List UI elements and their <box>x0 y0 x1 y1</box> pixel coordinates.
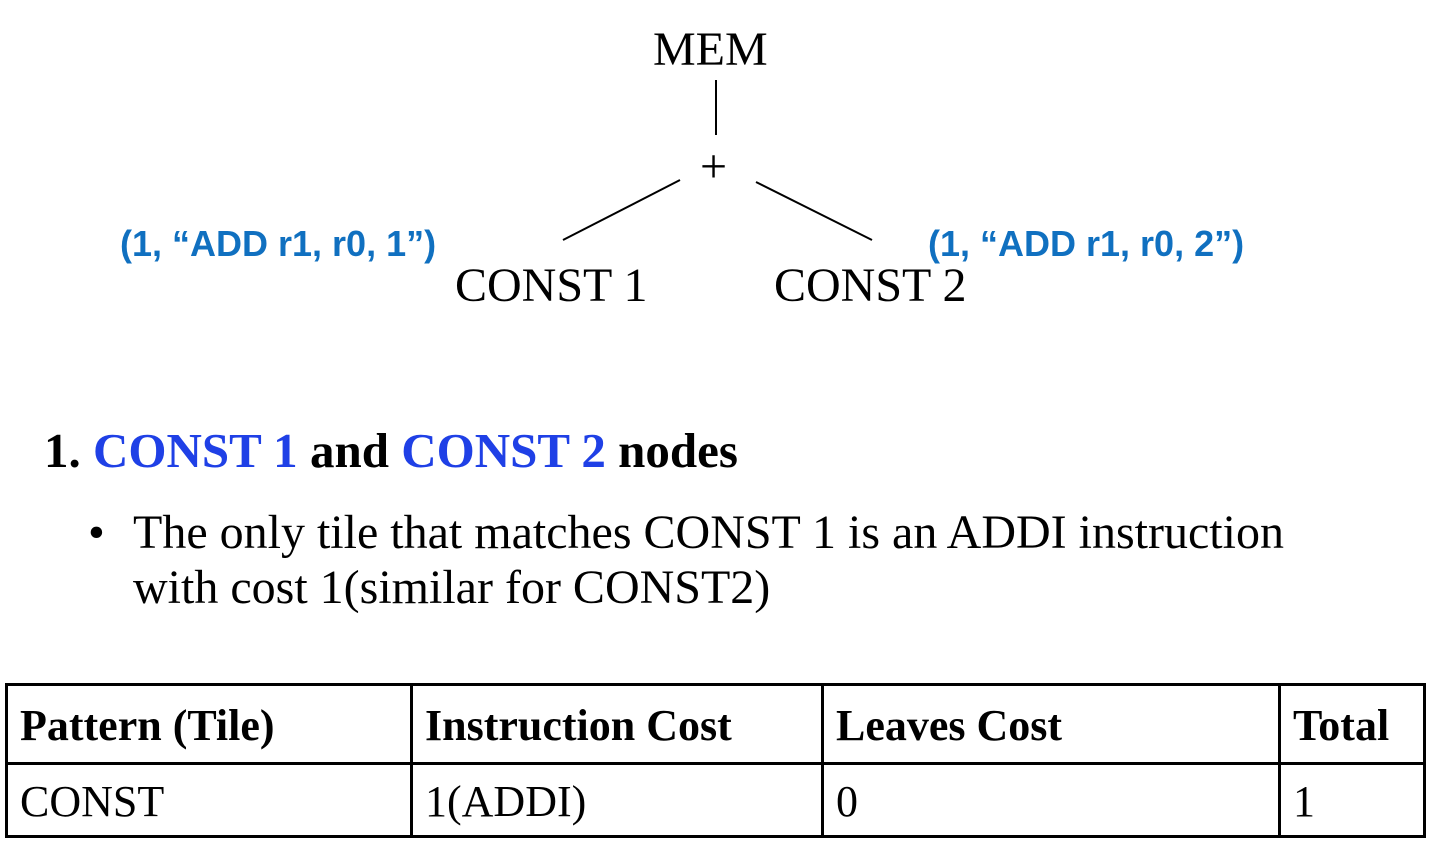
heading-term-const1: CONST 1 <box>93 423 298 478</box>
tree-node-plus: + <box>700 140 728 193</box>
section-heading: 1. CONST 1 and CONST 2 nodes <box>44 424 738 478</box>
table-cell-pattern: CONST <box>5 762 413 838</box>
table-header-total: Total <box>1278 683 1426 765</box>
bullet-dot: • <box>88 506 105 559</box>
table-header-leaves-cost: Leaves Cost <box>821 683 1281 765</box>
annotation-const2: (1, “ADD r1, r0, 2”) <box>928 223 1245 264</box>
edge-plus-right <box>755 181 873 241</box>
tree-node-const1: CONST 1 <box>455 259 648 312</box>
heading-nodes: nodes <box>618 423 738 478</box>
annotation-const1: (1, “ADD r1, r0, 1”) <box>120 223 437 264</box>
table-header-row: Pattern (Tile) Instruction Cost Leaves C… <box>5 683 1426 765</box>
table-cell-instruction-cost: 1(ADDI) <box>410 762 824 838</box>
edge-plus-left <box>562 179 681 241</box>
tree-node-const2: CONST 2 <box>774 259 967 312</box>
table-cell-total: 1 <box>1278 762 1426 838</box>
heading-and: and <box>309 423 389 478</box>
table-header-pattern: Pattern (Tile) <box>5 683 413 765</box>
bullet-text: The only tile that matches CONST 1 is an… <box>133 506 1284 615</box>
table-header-instruction-cost: Instruction Cost <box>410 683 824 765</box>
heading-number: 1. <box>44 423 81 478</box>
table-row: CONST 1(ADDI) 0 1 <box>5 762 1426 838</box>
heading-term-const2: CONST 2 <box>401 423 606 478</box>
tree-node-mem: MEM <box>653 23 768 76</box>
cost-table: Pattern (Tile) Instruction Cost Leaves C… <box>5 683 1426 838</box>
table-cell-leaves-cost: 0 <box>821 762 1281 838</box>
